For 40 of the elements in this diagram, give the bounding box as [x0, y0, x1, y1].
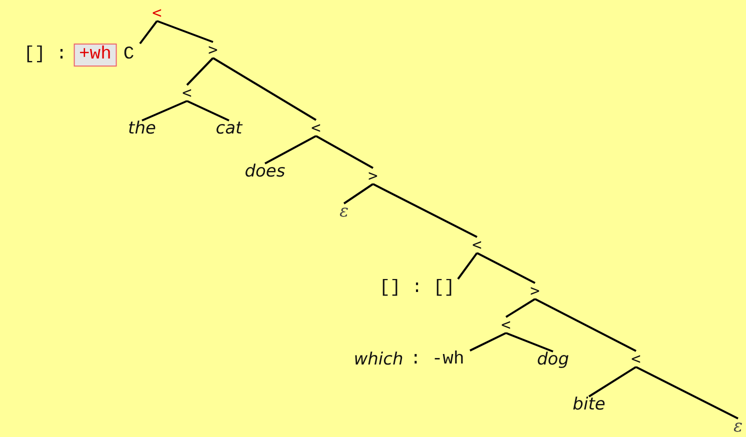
tree-branch — [476, 252, 536, 284]
word-label: cat — [216, 120, 242, 138]
tree-branch — [506, 332, 554, 352]
merge-label: < — [501, 317, 511, 333]
tree-branch — [457, 252, 478, 280]
merge-label: < — [631, 351, 641, 367]
word-label: which — [354, 351, 404, 369]
feature-tag: +wh — [74, 44, 116, 66]
expression-label: [] : [] — [379, 279, 455, 297]
word-label: the — [128, 120, 156, 138]
tree-branch — [139, 20, 158, 44]
merge-label: > — [530, 283, 540, 299]
category-label: C — [123, 46, 134, 64]
feature-label: : -wh — [410, 350, 464, 370]
tree-branch — [186, 100, 230, 122]
tree-branch — [534, 298, 636, 352]
tree-branch — [186, 57, 214, 86]
tree-branch — [470, 332, 506, 352]
tree-branch — [343, 183, 374, 204]
merge-label: > — [208, 42, 218, 58]
merge-label: < — [472, 237, 482, 253]
empty-word-label: ε — [339, 204, 349, 220]
tree-branch — [142, 100, 188, 122]
tree-branch — [264, 135, 316, 164]
tree-branch — [316, 135, 374, 169]
expression-label: [] : — [24, 46, 67, 64]
tree-branch — [636, 366, 738, 420]
tree-branch — [156, 20, 214, 43]
merge-label: > — [368, 168, 378, 184]
merge-label: < — [182, 85, 192, 101]
empty-word-label: ε — [733, 418, 743, 436]
word-label: bite — [572, 396, 606, 414]
tree-branch — [372, 183, 478, 238]
word-label: dog — [537, 352, 569, 368]
tree-branch — [505, 298, 536, 318]
word-label: does — [244, 164, 286, 180]
tree-branch — [588, 366, 637, 398]
merge-label: < — [311, 120, 321, 136]
merge-label: < — [152, 5, 162, 21]
tree-branch — [212, 57, 317, 121]
